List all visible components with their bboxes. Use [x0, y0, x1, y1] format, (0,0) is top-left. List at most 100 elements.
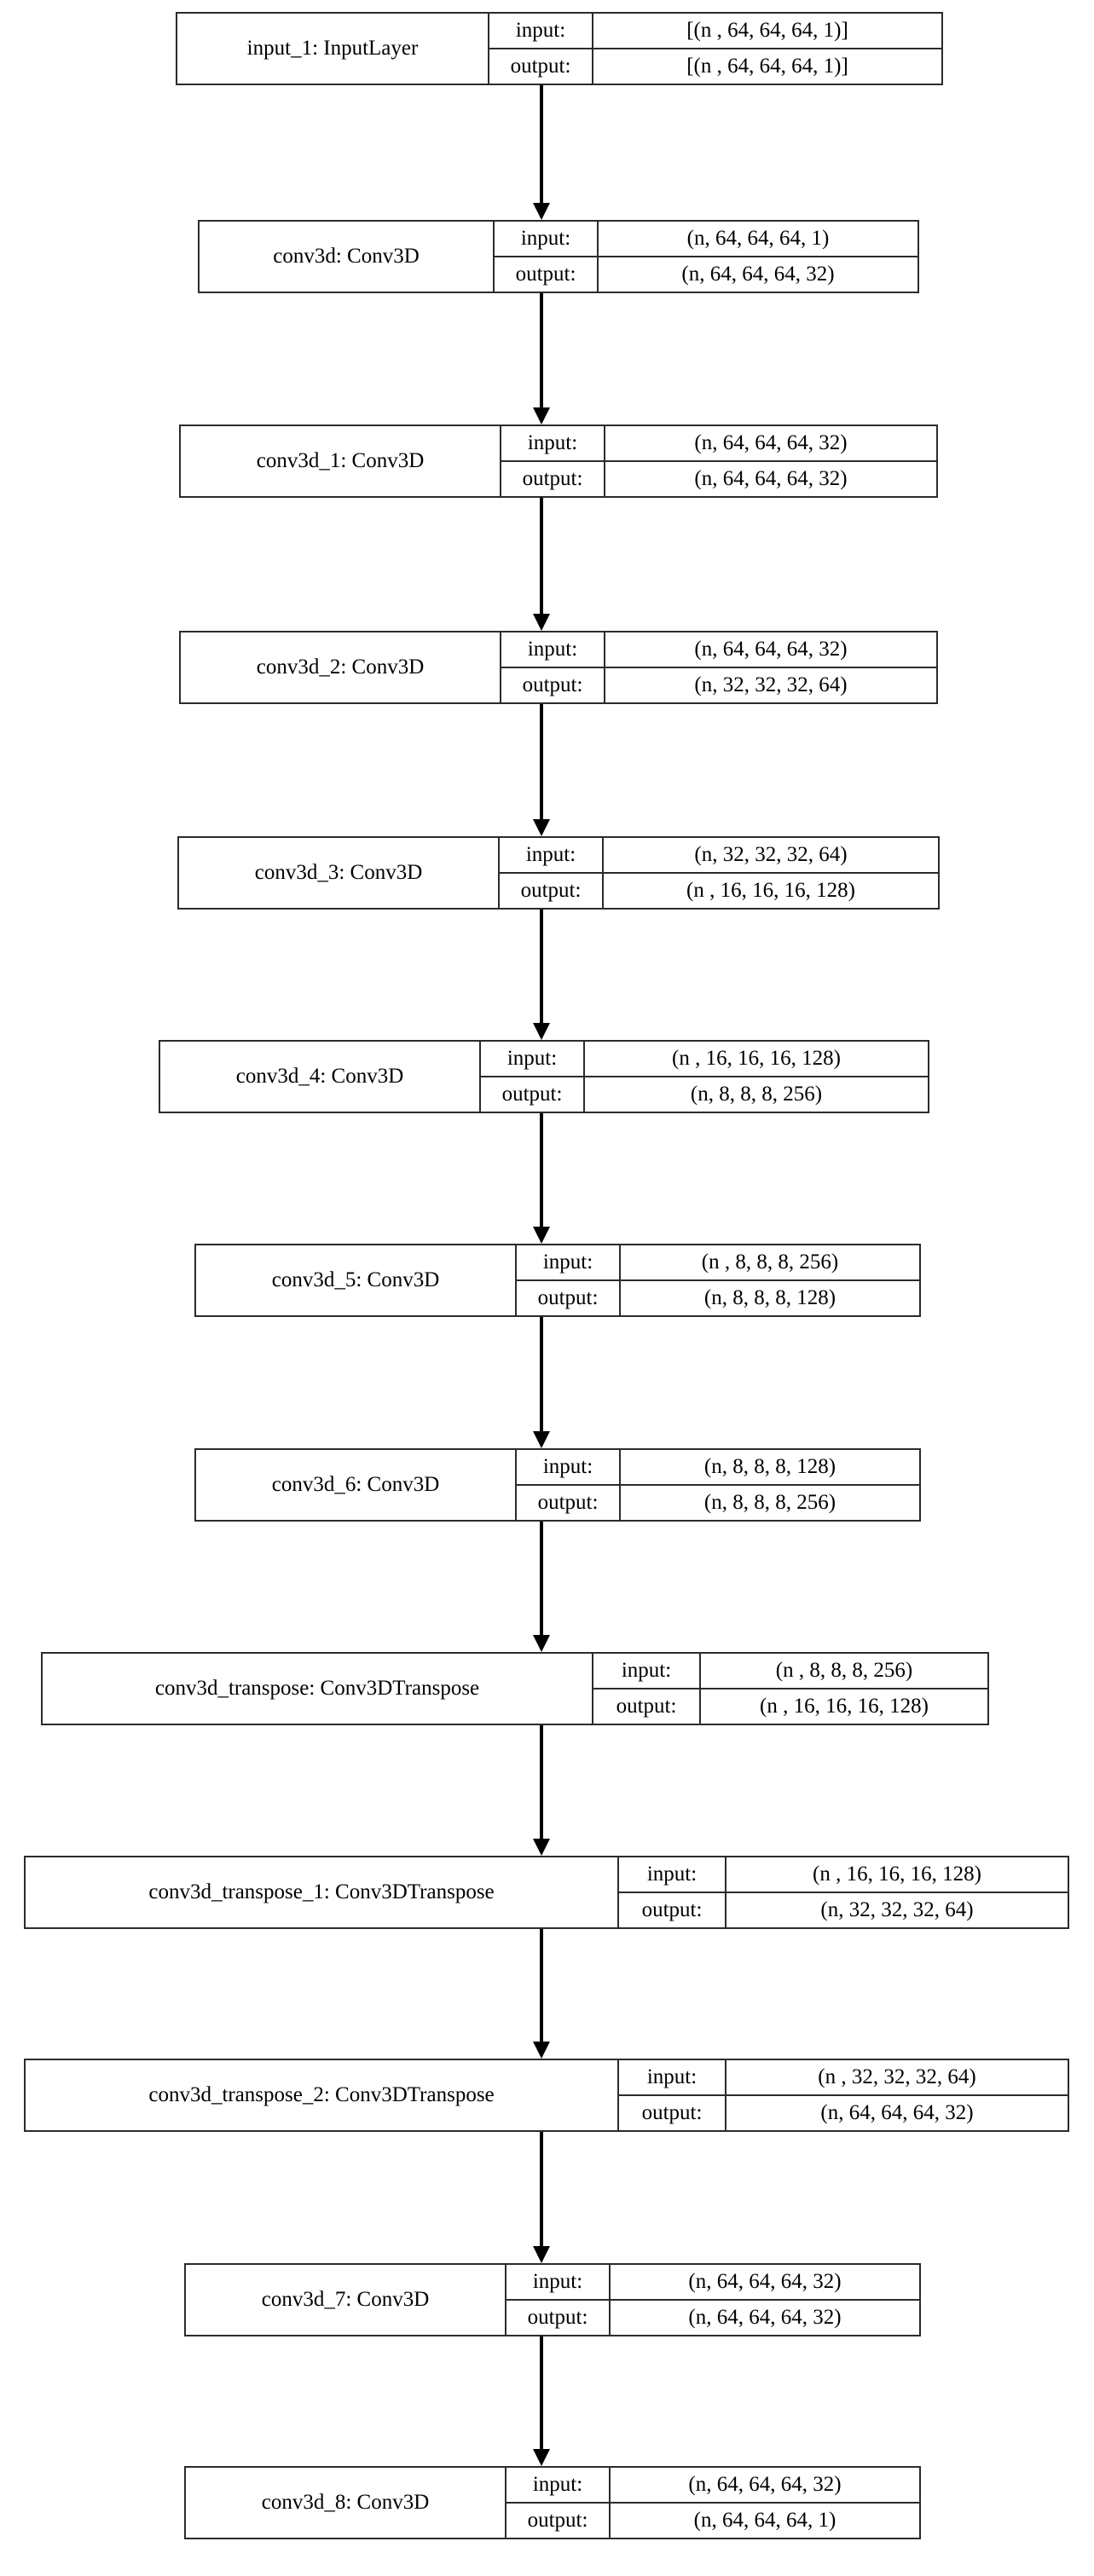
input-shape-value: (n , 16, 16, 16, 128) — [672, 1047, 841, 1070]
input-shape-value: (n, 8, 8, 8, 128) — [703, 1455, 836, 1478]
output-row: output:(n, 64, 64, 64, 1) — [506, 2504, 919, 2538]
output-label: output: — [506, 2301, 611, 2335]
edge-arrow-icon — [533, 498, 550, 631]
input-row: input:(n, 64, 64, 64, 32) — [501, 426, 936, 462]
output-shape-value: (n, 32, 32, 32, 64) — [694, 673, 848, 696]
input-row: input: (n , 8, 8, 8, 256) — [593, 1654, 987, 1689]
output-row: output: (n, 32, 32, 32, 64) — [501, 668, 936, 702]
input-label: input: — [500, 838, 604, 872]
io-shape-table: input:(n , 16, 16, 16, 128)output:(n, 8,… — [481, 1042, 928, 1112]
io-shape-table: input: (n, 64, 64, 64, 32) output: (n, 64, … — [506, 2265, 919, 2335]
input-shape-value: [(n , 64, 64, 64, 1)] — [686, 19, 848, 42]
input-label: input: — [506, 2265, 611, 2299]
layer-name-label: conv3d_5: Conv3D — [196, 1245, 517, 1315]
layer-name-label: input_1: InputLayer — [177, 14, 489, 84]
output-shape-value: (n, 32, 32, 32, 64) — [820, 1898, 974, 1921]
output-label: output: — [593, 1689, 701, 1724]
output-label: output: — [506, 2504, 611, 2538]
layer-name-label: conv3d: Conv3D — [200, 222, 495, 292]
output-row: output: (n, 64, 64, 64, 32) — [495, 257, 917, 292]
io-shape-table: input: (n , 8, 8, 8, 256) output: (n, 8, 8,… — [517, 1245, 919, 1315]
output-label: output: — [489, 49, 593, 84]
input-shape-value: (n, 32, 32, 32, 64) — [694, 843, 848, 866]
output-shape-value: (n, 8, 8, 8, 256) — [703, 1491, 836, 1514]
layer-name-label: conv3d_transpose_1: Conv3DTranspose — [26, 1857, 619, 1927]
layer-name-label: conv3d_7: Conv3D — [186, 2265, 506, 2335]
output-shape-value: (n, 64, 64, 64, 32) — [820, 2101, 974, 2124]
edge-arrow-icon — [533, 2132, 550, 2263]
io-shape-table: input:(n, 32, 32, 32, 64)output:(n , 16,… — [500, 838, 938, 908]
layer-name-label: conv3d_6: Conv3D — [196, 1450, 517, 1520]
output-row: output:[(n , 64, 64, 64, 1)] — [489, 49, 941, 84]
edge-arrow-icon — [533, 1522, 550, 1652]
output-shape-value: (n, 8, 8, 8, 128) — [703, 1286, 836, 1309]
output-shape-value: (n, 8, 8, 8, 256) — [690, 1083, 823, 1106]
output-shape-value: (n, 64, 64, 64, 32) — [694, 467, 848, 490]
layer-name-label: conv3d_8: Conv3D — [186, 2468, 506, 2538]
input-row: input:(n, 64, 64, 64, 1) — [495, 222, 917, 257]
layer-name-label: conv3d_1: Conv3D — [181, 426, 501, 496]
io-shape-table: input:(n, 64, 64, 64, 32)output: (n, 64, … — [501, 426, 936, 496]
output-label: output: — [501, 668, 605, 702]
input-label: input: — [501, 426, 605, 460]
input-shape-value: (n, 64, 64, 64, 1) — [686, 227, 830, 250]
input-row: input:(n, 64, 64, 64, 32) — [506, 2468, 919, 2504]
input-label: input: — [619, 2060, 726, 2094]
output-shape-value: (n, 64, 64, 64, 32) — [688, 2306, 842, 2329]
output-label: output: — [619, 1893, 726, 1927]
output-row: output: (n, 64, 64, 64, 32) — [506, 2301, 919, 2335]
output-label: output: — [517, 1486, 621, 1520]
output-row: output: (n , 16, 16, 16, 128) — [593, 1689, 987, 1724]
output-label: output: — [481, 1077, 585, 1112]
output-row: output: (n, 8, 8, 8, 256) — [481, 1077, 928, 1112]
input-shape-value: (n, 64, 64, 64, 32) — [688, 2270, 842, 2293]
output-row: output: (n, 32, 32, 32, 64) — [619, 1893, 1068, 1927]
output-label: output: — [517, 1281, 621, 1315]
output-label: output: — [501, 462, 605, 496]
input-shape-value: (n, 64, 64, 64, 32) — [688, 2473, 842, 2496]
output-row: output: (n, 8, 8, 8, 128) — [517, 1281, 919, 1315]
input-row: input:(n, 64, 64, 64, 32) — [501, 632, 936, 668]
edge-arrow-icon — [533, 1317, 550, 1448]
input-label: input: — [593, 1654, 701, 1688]
layer-name-label: conv3d_transpose: Conv3DTranspose — [43, 1654, 593, 1724]
input-shape-value: (n , 8, 8, 8, 256) — [701, 1250, 839, 1274]
edge-arrow-icon — [533, 1113, 550, 1244]
output-row: output:(n, 64, 64, 64, 32) — [619, 2096, 1068, 2130]
input-shape-value: (n , 8, 8, 8, 256) — [775, 1659, 913, 1682]
output-shape-value: (n , 16, 16, 16, 128) — [686, 879, 855, 902]
edge-arrow-icon — [533, 1725, 550, 1856]
input-row: input:[(n , 64, 64, 64, 1)] — [489, 14, 941, 49]
io-shape-table: input:(n, 64, 64, 64, 32)output:(n, 64, … — [506, 2468, 919, 2538]
layer-name-label: conv3d_4: Conv3D — [160, 1042, 481, 1112]
input-label: input: — [517, 1245, 621, 1279]
io-shape-table: input:(n, 64, 64, 64, 32)output: (n, 32, … — [501, 632, 936, 702]
output-shape-value: (n , 16, 16, 16, 128) — [760, 1695, 929, 1718]
output-shape-value: (n, 64, 64, 64, 32) — [681, 263, 835, 286]
input-row: input:(n , 32, 32, 32, 64) — [619, 2060, 1068, 2096]
io-shape-table: input: (n , 8, 8, 8, 256) output: (n , 16, … — [593, 1654, 987, 1724]
layer-name-label: conv3d_3: Conv3D — [179, 838, 500, 908]
io-shape-table: input:(n, 64, 64, 64, 1)output: (n, 64, 6… — [495, 222, 917, 292]
output-label: output: — [495, 257, 599, 292]
edge-arrow-icon — [533, 704, 550, 836]
input-label: input: — [501, 632, 605, 667]
edge-arrow-icon — [533, 293, 550, 425]
input-label: input: — [619, 1857, 726, 1892]
io-shape-table: input:(n, 8, 8, 8, 128)output:(n, 8, 8, … — [517, 1450, 919, 1520]
output-row: output: (n, 8, 8, 8, 256) — [517, 1486, 919, 1520]
